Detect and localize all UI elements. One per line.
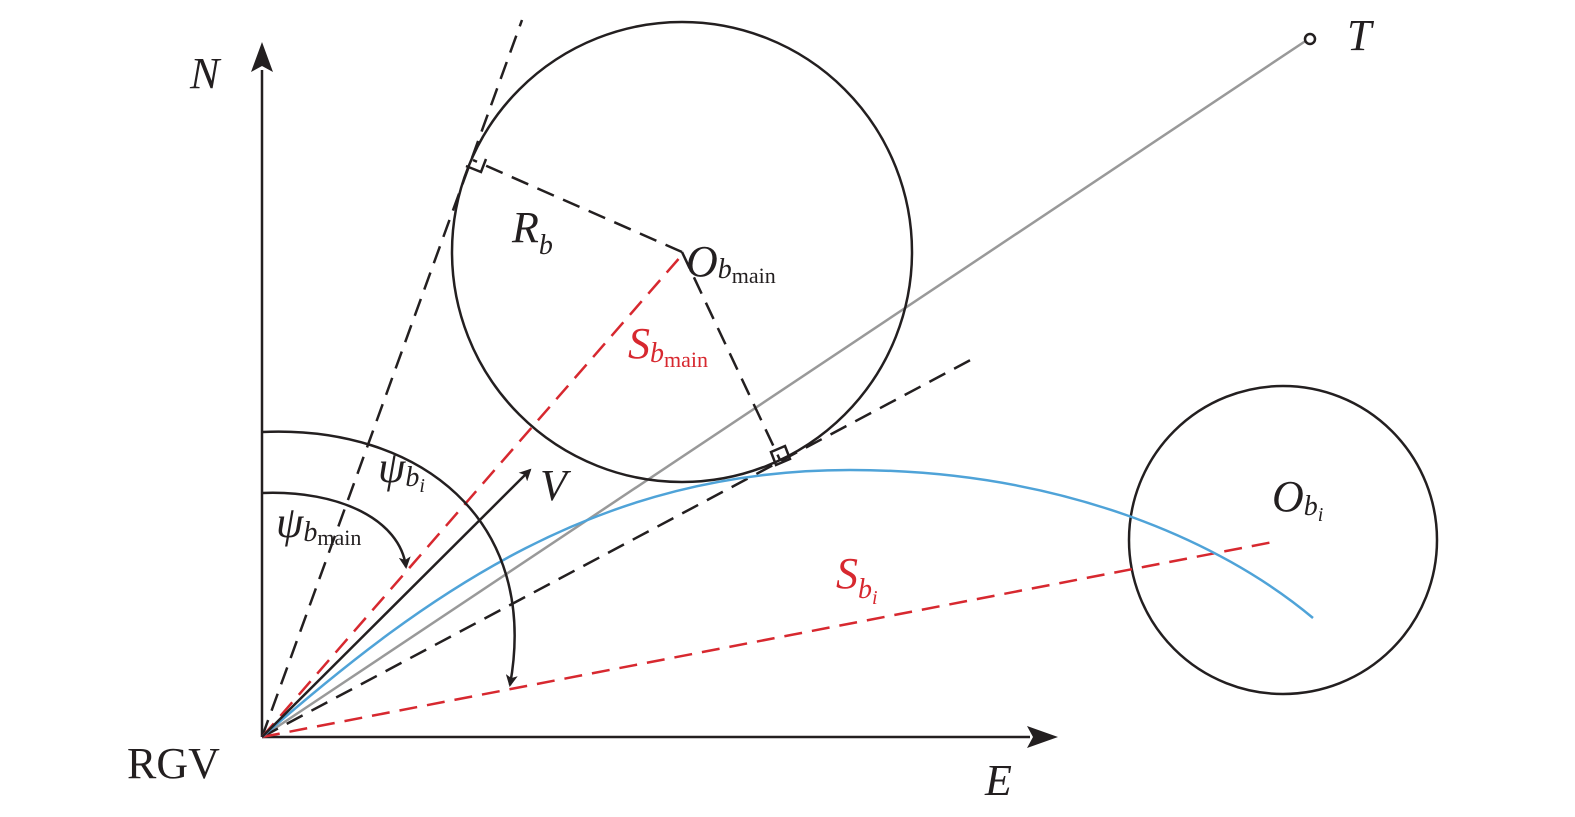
line-of-sight-to-target	[261, 38, 1308, 739]
radius-label-base: R	[511, 203, 539, 252]
obstacle-i-center-label: Obi	[1272, 472, 1323, 526]
radius-to-right-tangent	[680, 251, 782, 461]
target-label: T	[1347, 11, 1375, 60]
distance-main-label-sub: b	[650, 338, 664, 369]
angle-arc-main	[261, 491, 411, 569]
obstacle-i-circle	[1127, 384, 1439, 696]
angle-main-label: ψbmain	[276, 498, 361, 550]
obstacle-i-center-label-sub: b	[1304, 491, 1318, 522]
main-center-label-base: O	[686, 237, 718, 286]
origin-label: RGV	[127, 739, 220, 788]
main-center-label: Obmain	[686, 237, 776, 288]
distance-main-label-base: S	[628, 319, 650, 368]
angle-i-label-sub: b	[405, 462, 419, 493]
east-axis-arrowhead	[1027, 726, 1058, 748]
main-center-label-subsub: main	[732, 263, 776, 288]
distance-main-label: Sbmain	[628, 319, 708, 372]
angle-arc-i	[261, 430, 518, 687]
angle-main-label-sub: b	[303, 517, 317, 548]
main-center-label-sub: b	[718, 254, 732, 285]
right-angle-marker-left	[465, 158, 488, 174]
distance-i-label-base: S	[836, 549, 858, 598]
planned-trajectory-curve	[261, 468, 1314, 738]
north-axis-label: N	[189, 49, 222, 98]
east-axis-label: E	[984, 756, 1012, 805]
target-point	[1303, 32, 1317, 46]
angle-i-label-subsub: i	[419, 475, 425, 497]
north-axis-arrowhead	[251, 42, 273, 72]
distance-line-i	[261, 540, 1274, 739]
tangent-line-right	[261, 354, 979, 739]
main-obstacle-circle	[450, 20, 914, 484]
right-angle-marker-right	[769, 444, 792, 467]
obstacle-i-center-label-subsub: i	[1318, 504, 1324, 526]
radius-label-sub: b	[539, 230, 553, 261]
velocity-vector	[261, 468, 532, 738]
distance-main-label-subsub: main	[664, 347, 708, 372]
angle-i-label: ψbi	[378, 443, 425, 497]
distance-i-label-subsub: i	[872, 587, 878, 609]
tangent-line-left	[260, 19, 524, 738]
distance-line-main	[261, 254, 683, 738]
angle-main-label-subsub: main	[317, 525, 361, 550]
obstacle-i-center-label-base: O	[1272, 472, 1304, 521]
velocity-label: V	[540, 461, 572, 510]
angle-i-label-base: ψ	[378, 443, 406, 492]
angle-main-label-base: ψ	[276, 498, 304, 547]
distance-i-label-sub: b	[858, 574, 872, 605]
radius-label: Rb	[511, 203, 553, 261]
distance-i-label: Sbi	[836, 549, 878, 609]
radius-to-left-tangent	[472, 158, 683, 254]
